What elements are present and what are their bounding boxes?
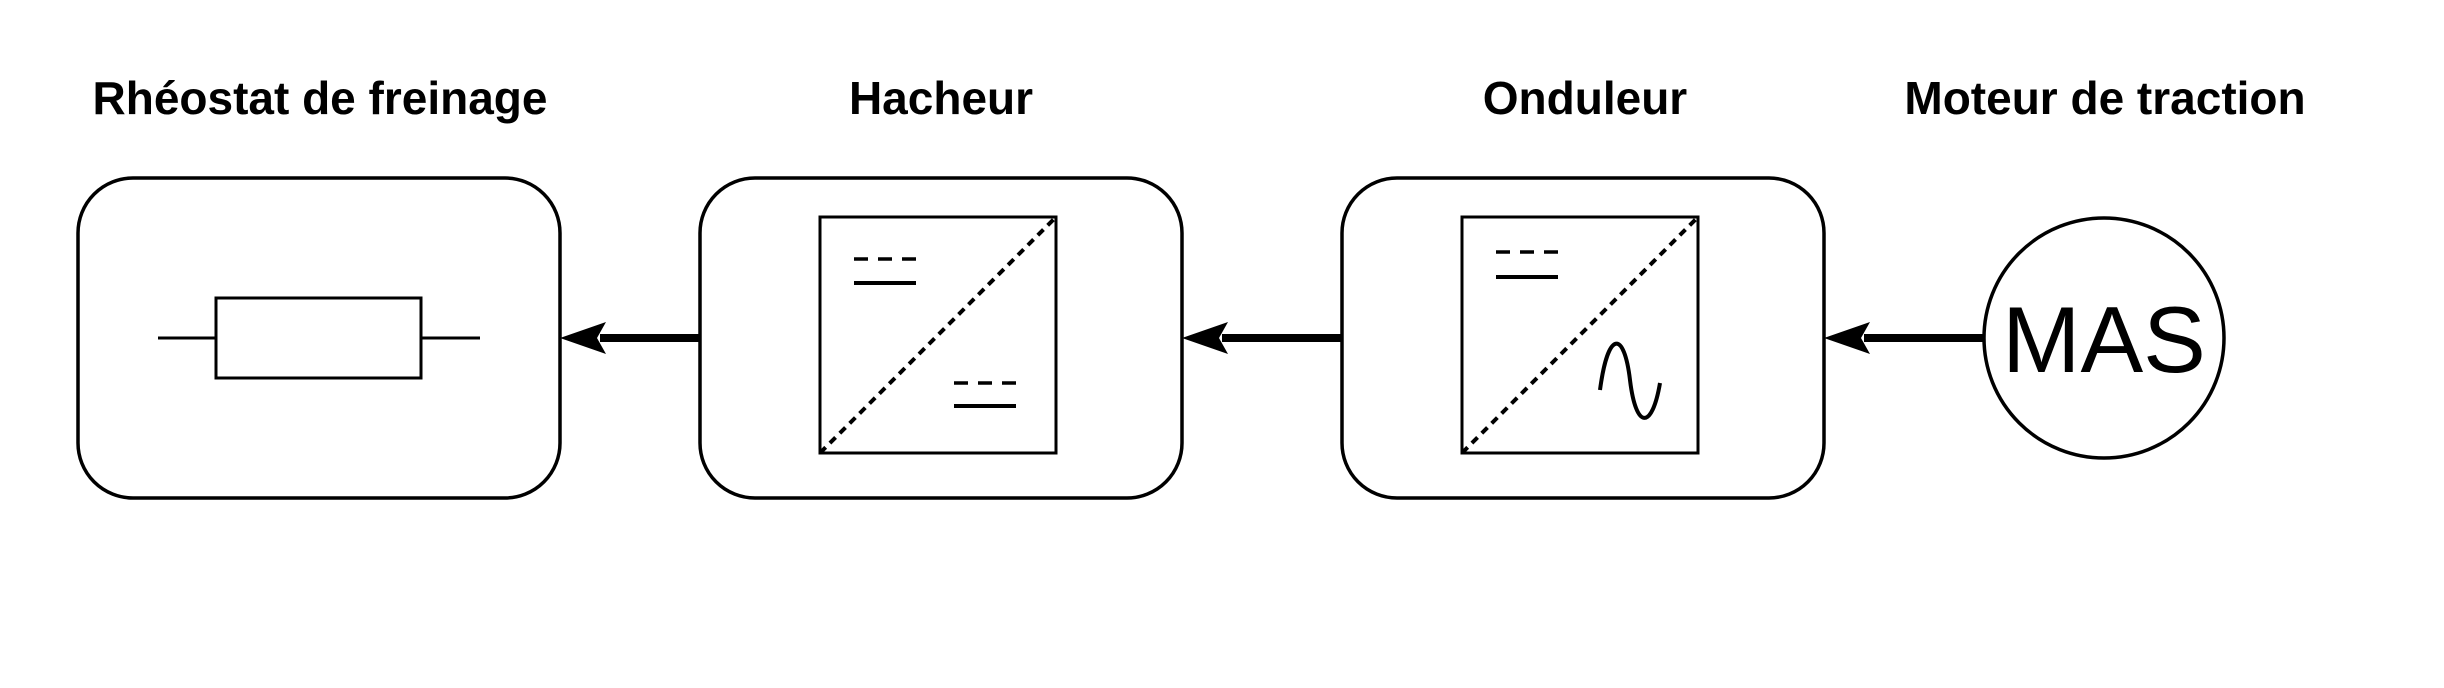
title-hacheur: Hacheur (849, 72, 1033, 124)
onduleur-block (1340, 176, 1826, 500)
hacheur-block (698, 176, 1184, 500)
rheostat-frame (76, 176, 562, 500)
title-moteur: Moteur de traction (1904, 72, 2305, 124)
title-rheostat: Rhéostat de freinage (93, 72, 548, 124)
motor-label: MAS (2002, 287, 2206, 392)
title-onduleur: Onduleur (1483, 72, 1688, 124)
dc-ac-inverter-icon (1460, 215, 1700, 455)
arrow-hacheur-to-rheostat (560, 322, 700, 354)
hacheur-frame (698, 176, 1184, 500)
arrow-moteur-to-onduleur (1824, 322, 1984, 354)
dc-dc-converter-icon (818, 215, 1058, 455)
onduleur-frame (1340, 176, 1826, 500)
motor-block: MAS (1982, 216, 2226, 460)
resistor-icon (158, 296, 480, 380)
rheostat-block (76, 176, 562, 500)
arrow-onduleur-to-hacheur (1182, 322, 1342, 354)
